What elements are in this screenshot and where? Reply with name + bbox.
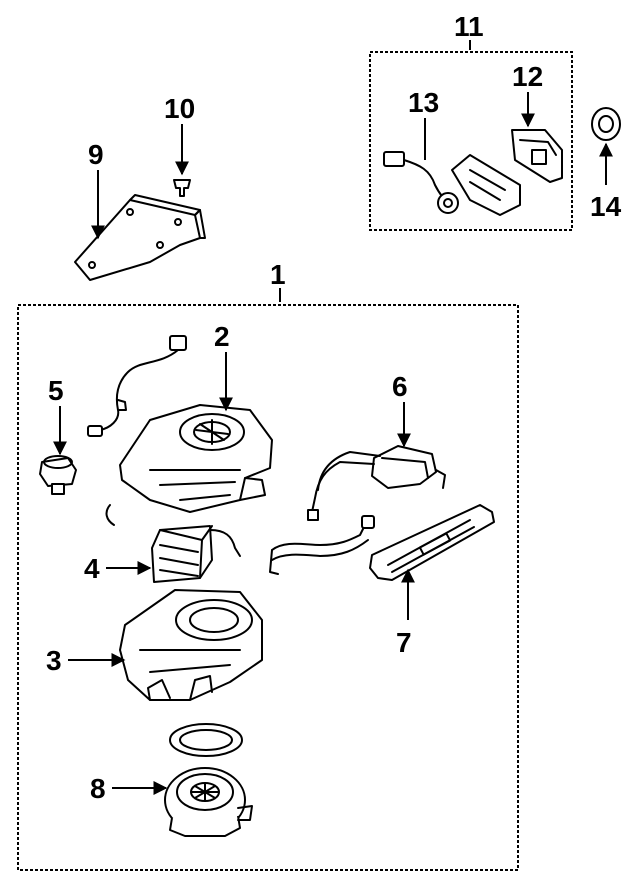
part-7-panel	[369, 504, 495, 581]
subassembly-box	[369, 51, 573, 231]
part-8-blower-motor	[164, 767, 253, 837]
callout-11: 11	[454, 11, 484, 42]
callout-12: 12	[512, 61, 543, 92]
part-3-lower-case	[119, 589, 263, 701]
part-10-clip	[173, 179, 191, 197]
part-4-core	[151, 525, 241, 583]
callout-8: 8	[90, 773, 106, 804]
part-12-resistor	[511, 129, 563, 183]
part-5-actuator	[39, 455, 77, 495]
callout-14: 14	[590, 191, 622, 222]
callout-10: 10	[164, 93, 195, 124]
callout-5: 5	[48, 375, 64, 406]
callout-9: 9	[88, 139, 104, 170]
callout-3: 3	[46, 645, 62, 676]
callout-2: 2	[214, 321, 230, 352]
part-13-harness	[383, 151, 521, 216]
assembly-box	[17, 304, 519, 871]
part-9-bracket	[74, 194, 206, 281]
gasket-ring	[169, 723, 243, 757]
callout-13: 13	[408, 87, 439, 118]
callout-6: 6	[392, 371, 408, 402]
part-2-upper-housing	[87, 335, 273, 526]
callout-7: 7	[396, 627, 412, 658]
vacuum-hose	[269, 515, 375, 575]
callout-4: 4	[84, 553, 100, 584]
part-14-grommet	[591, 107, 621, 141]
part-6-servo	[307, 445, 446, 521]
callout-1: 1	[270, 259, 286, 290]
